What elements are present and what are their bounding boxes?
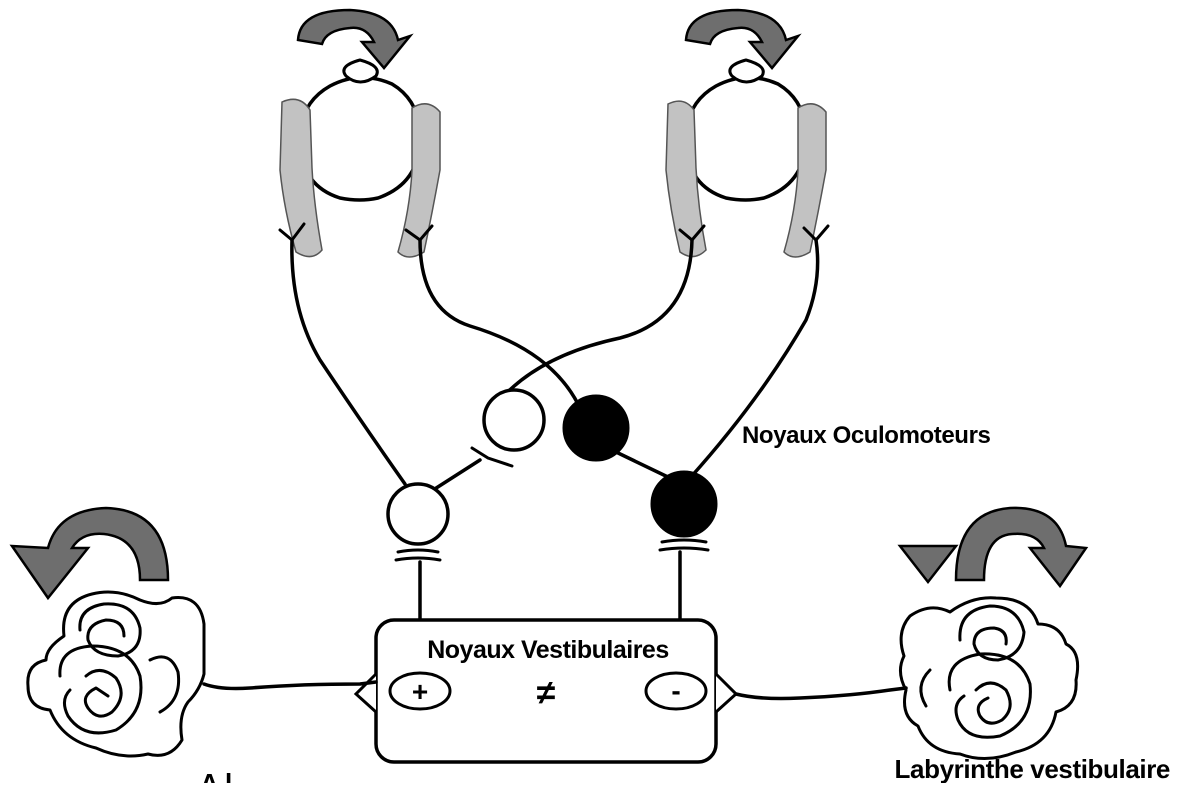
left-ear-labyrinth-icon xyxy=(26,590,206,758)
left-eye-lateral-muscle xyxy=(279,98,323,258)
minus-sign-badge xyxy=(644,671,708,711)
left-head-rotation-arrow-icon xyxy=(9,506,170,601)
right-labyrinth-group xyxy=(734,506,1089,760)
right-eye-rotation-arrow-icon xyxy=(684,8,802,70)
not-equal-sign: ≠ xyxy=(537,674,556,712)
vestibular-labyrinth-label: Labyrinthe vestibulaire xyxy=(895,754,1170,783)
left-eye-medial-muscle xyxy=(397,103,441,258)
neuron-network xyxy=(386,388,718,624)
right-ear-labyrinth-icon xyxy=(899,596,1080,760)
plus-sign-badge xyxy=(388,671,452,711)
right-head-rotation-arrow-icon xyxy=(897,506,1089,589)
vestibular-nuclei-label: Noyaux Vestibulaires xyxy=(427,636,669,664)
right-eye-lateral-muscle xyxy=(783,103,827,258)
plus-sign: + xyxy=(412,676,428,707)
minus-sign: - xyxy=(671,675,680,706)
right-eye-icon xyxy=(684,58,808,202)
cut-label: A l xyxy=(200,768,232,783)
left-labyrinth-group xyxy=(9,506,378,758)
right-eye-medial-muscle xyxy=(665,100,707,258)
neuron-icon xyxy=(386,482,450,546)
left-eye-rotation-arrow-icon xyxy=(296,8,414,70)
right-eye-group xyxy=(665,8,827,258)
neuron-icon xyxy=(650,470,718,538)
oculomotor-nuclei-label: Noyaux Oculomoteurs xyxy=(742,422,991,449)
vestibular-nuclei-box: Noyaux Vestibulaires + ≠ - xyxy=(353,618,739,764)
left-eye-group xyxy=(279,8,441,258)
left-eye-icon xyxy=(298,58,422,202)
oculomotor-nerve-wires xyxy=(278,222,830,486)
neuron-icon xyxy=(562,394,630,462)
neuron-icon xyxy=(482,388,546,452)
